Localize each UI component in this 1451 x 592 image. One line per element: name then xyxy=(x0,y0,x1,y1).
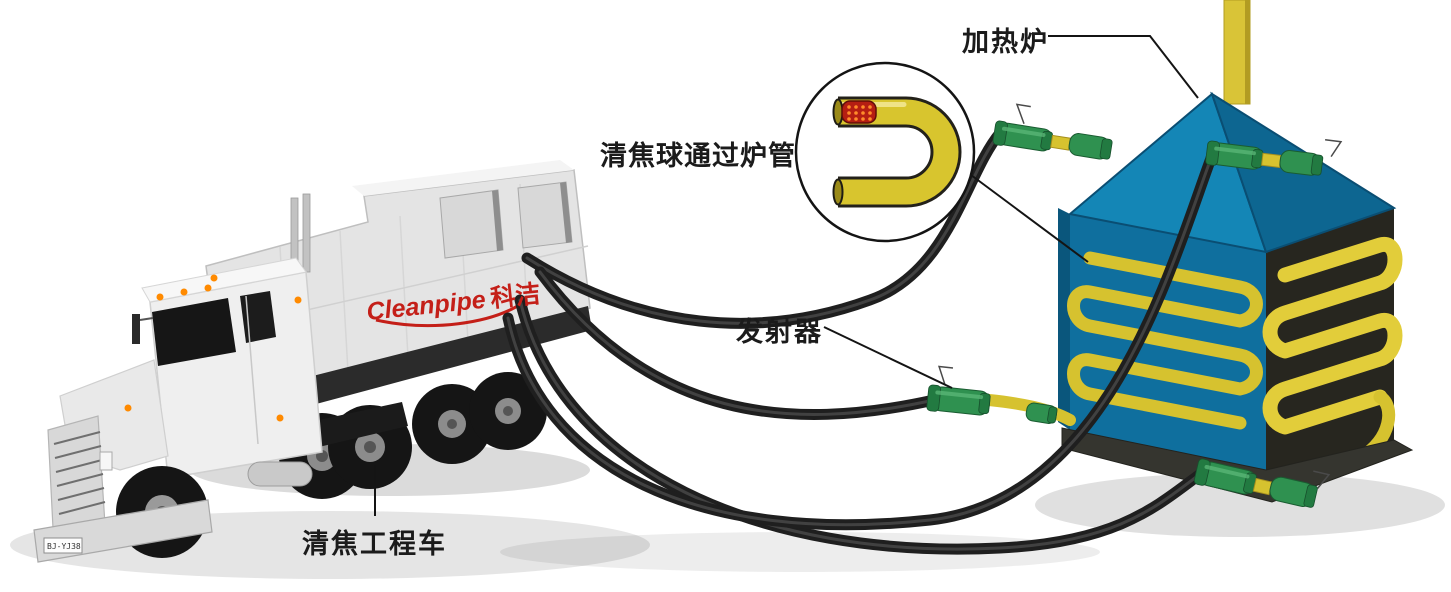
windshield xyxy=(152,298,236,366)
heating-furnace xyxy=(1058,0,1414,503)
mirror-arm xyxy=(139,317,154,321)
launcher-middle xyxy=(926,365,991,416)
cleaning-ball xyxy=(841,100,877,124)
coil-left xyxy=(1067,251,1263,430)
marker-lights xyxy=(124,274,302,422)
launcher-top-right xyxy=(1205,139,1343,176)
truck-brand-cn: 科洁 xyxy=(489,279,542,314)
coil-right xyxy=(1262,237,1403,435)
inset-tube xyxy=(838,99,959,205)
mirror-icon xyxy=(132,314,140,344)
furnace-pointer-line xyxy=(1048,35,1199,99)
hose-highlight xyxy=(525,131,1002,325)
cleaning-truck: BJ-YJ38 xyxy=(33,160,592,563)
hoses xyxy=(502,127,1220,555)
trailer-rib xyxy=(399,215,409,358)
hose-highlight xyxy=(538,270,936,416)
launcher-label: 发射器 xyxy=(736,317,823,347)
truck-label: 清焦工程车 xyxy=(302,529,447,559)
frame-skirt xyxy=(300,402,408,450)
ball-dots xyxy=(847,105,872,121)
brand-swoosh xyxy=(375,300,525,328)
tube-opening xyxy=(832,98,844,126)
inset-label: 清焦球通过炉管 xyxy=(600,141,796,171)
launcher-top-left xyxy=(992,103,1113,160)
side-window xyxy=(240,291,276,343)
trailer-slot-shade xyxy=(492,190,503,251)
exhaust-stack-icon xyxy=(302,193,311,273)
trailer-top-face xyxy=(352,160,574,196)
inset-magnifier xyxy=(794,61,1089,263)
trailer-wheel xyxy=(469,372,547,450)
chimney-shade xyxy=(1245,0,1250,104)
trailer-slot-shade xyxy=(560,182,572,243)
launcher-bottom-right xyxy=(1193,458,1331,508)
grille-slats xyxy=(53,431,106,515)
hose-highlight xyxy=(518,298,1205,551)
headlight-icon xyxy=(99,451,113,471)
hose-highlight xyxy=(506,148,1216,527)
furnace-label: 加热炉 xyxy=(962,27,1049,57)
launcher-coupling xyxy=(1025,402,1058,424)
fuel-tank xyxy=(247,461,313,487)
license-plate xyxy=(43,537,83,554)
license-plate-text: BJ-YJ38 xyxy=(47,542,81,551)
door-seam xyxy=(245,295,259,445)
hose-ground-shadow xyxy=(500,532,1100,572)
tube-opening xyxy=(832,178,844,206)
furnace-left-wall xyxy=(1058,208,1070,430)
launcher-pointer-line xyxy=(823,326,953,389)
inset-pointer-line xyxy=(966,171,1089,263)
